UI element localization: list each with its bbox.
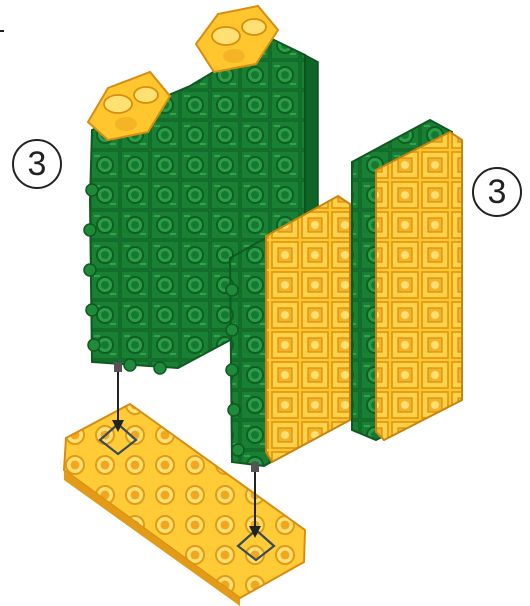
quantity-badge-right: 3 [472,167,522,217]
arrow-left [112,372,124,432]
panel-connector [251,462,259,472]
green-wall-connector [114,362,122,372]
front-yellow-column [266,196,350,462]
back-yellow-column [376,132,462,440]
quantity-badge-left: 3 [12,139,62,189]
quantity-left-label: 3 [28,147,47,181]
quantity-right-label: 3 [488,175,507,209]
